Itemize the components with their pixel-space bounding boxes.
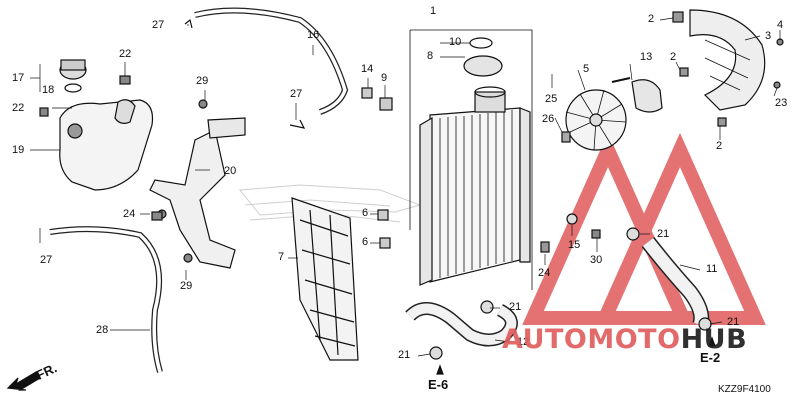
callout-17: 17 <box>12 72 25 84</box>
radiator-cap <box>463 55 503 77</box>
radiator <box>429 107 521 283</box>
callout-18: 18 <box>42 84 55 96</box>
reference-e2: E-2 <box>700 350 721 365</box>
watermark-text: AUTOMOTOHUB <box>502 324 747 355</box>
callout-1: 1 <box>430 5 437 17</box>
callout-4: 4 <box>777 19 784 31</box>
callout-21: 21 <box>727 316 740 328</box>
callout-30: 30 <box>590 254 603 266</box>
callout-2: 2 <box>716 140 723 152</box>
hose-28 <box>49 226 163 373</box>
watermark-hub: HUB <box>680 324 748 355</box>
callout-2: 2 <box>648 13 655 25</box>
callout-21: 21 <box>657 228 670 240</box>
callout-29: 29 <box>196 75 209 87</box>
callout-13: 13 <box>640 51 653 63</box>
callout-15: 15 <box>568 239 581 251</box>
callout-11: 11 <box>706 263 718 275</box>
bracket-20 <box>149 129 236 269</box>
callout-29: 29 <box>180 280 193 292</box>
e2-arrow <box>708 336 716 347</box>
front-arrow <box>6 371 41 391</box>
callout-12: 12 <box>517 336 530 348</box>
callout-26: 26 <box>542 113 555 125</box>
callout-6: 6 <box>362 207 369 219</box>
callout-22: 22 <box>12 102 25 114</box>
watermark-automoto: AUTOMOTO <box>502 324 681 355</box>
callout-28: 28 <box>96 324 109 336</box>
reservoir-tank <box>59 99 154 191</box>
callout-10: 10 <box>449 36 462 48</box>
fan-shroud <box>689 9 766 111</box>
callout-24: 24 <box>538 267 551 279</box>
callout-24: 24 <box>123 208 136 220</box>
drawing-code: KZZ9F4100 <box>718 384 771 395</box>
callout-25: 25 <box>545 93 558 105</box>
reference-e6: E-6 <box>428 377 449 392</box>
callout-3: 3 <box>765 30 772 42</box>
callout-16: 16 <box>307 29 320 41</box>
callout-8: 8 <box>427 50 434 62</box>
callout-19: 19 <box>12 144 25 156</box>
fan-motor <box>631 79 663 113</box>
callout-27: 27 <box>40 254 53 266</box>
callout-27: 27 <box>290 88 303 100</box>
callout-2: 2 <box>670 51 677 63</box>
radiator-guard <box>291 197 359 361</box>
callout-23: 23 <box>775 97 788 109</box>
callout-20: 20 <box>224 165 237 177</box>
hose-16 <box>194 7 349 115</box>
callout-9: 9 <box>381 72 388 84</box>
callout-5: 5 <box>583 63 590 75</box>
callout-6: 6 <box>362 236 369 248</box>
callout-7: 7 <box>278 251 285 263</box>
callout-21: 21 <box>398 349 411 361</box>
callout-27: 27 <box>152 19 165 31</box>
callout-22: 22 <box>119 48 132 60</box>
callout-14: 14 <box>361 63 374 75</box>
e6-arrow <box>436 364 444 375</box>
callout-21: 21 <box>509 301 522 313</box>
